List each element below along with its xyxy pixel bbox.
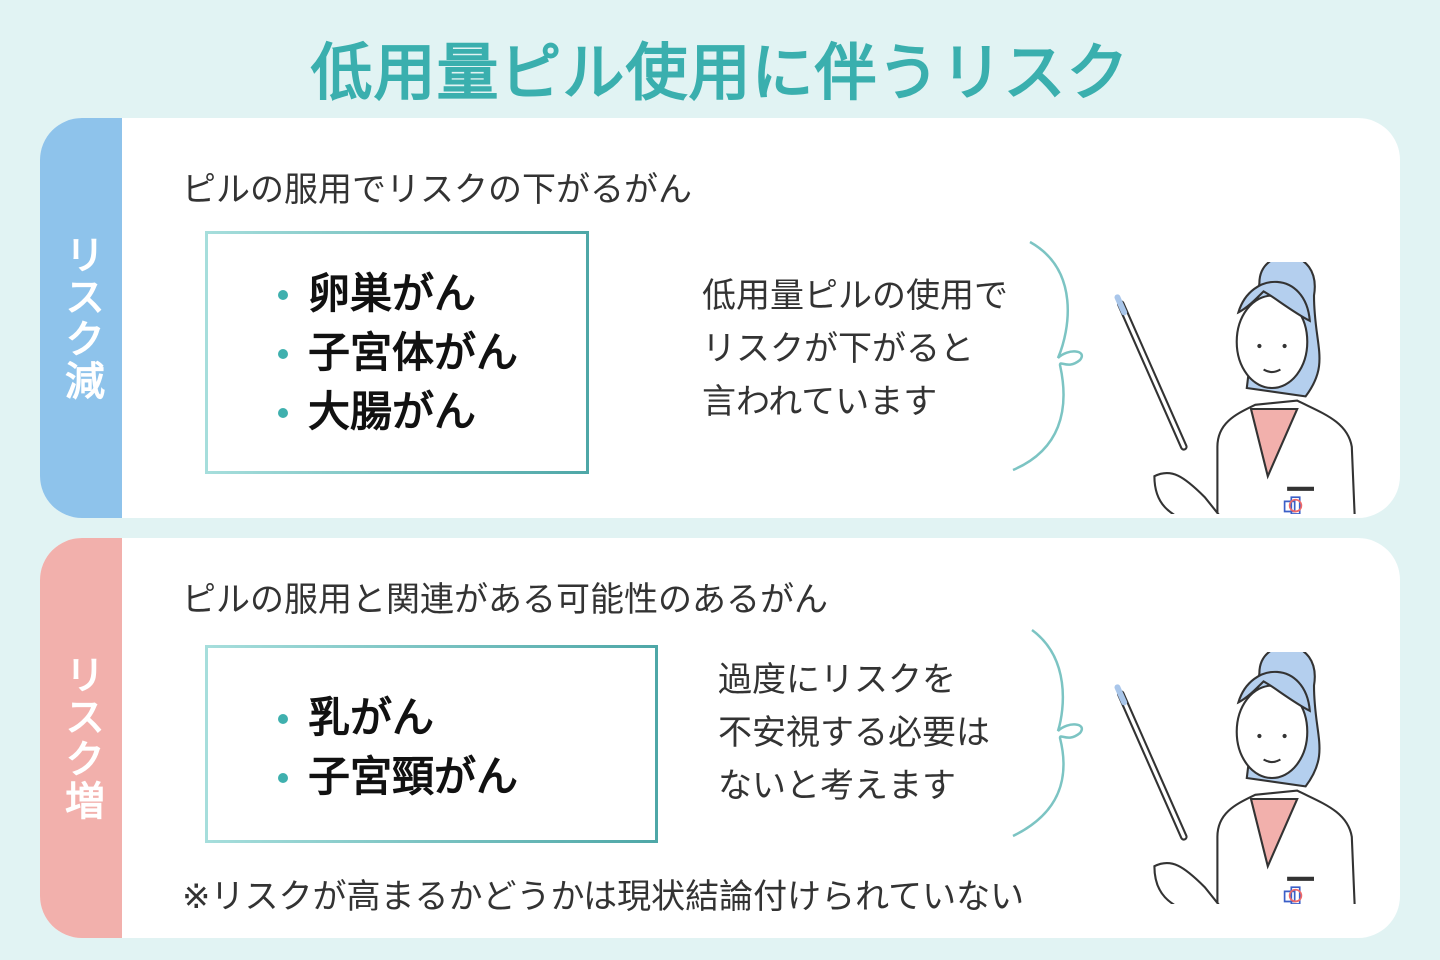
doctor-illustration bbox=[1080, 262, 1380, 514]
list-item: 乳がん bbox=[278, 688, 518, 747]
cancer-list-box: 乳がん 子宮頸がん bbox=[205, 645, 658, 843]
risk-decrease-card: リスク減 ピルの服用でリスクの下がるがん 卵巣がん 子宮体がん 大腸がん 低用量… bbox=[40, 118, 1400, 518]
speech-bracket bbox=[1012, 240, 1083, 472]
doctor-illustration bbox=[1080, 652, 1380, 904]
footnote: ※リスクが高まるかどうかは現状結論付けられていない bbox=[182, 877, 1025, 917]
list-item: 子宮体がん bbox=[278, 323, 518, 382]
list-item: 卵巣がん bbox=[278, 264, 518, 323]
page-title: 低用量ピル使用に伴うリスク bbox=[310, 36, 1130, 109]
note-text: 過度にリスクを 不安視する必要は ないと考えます bbox=[718, 654, 990, 813]
note-line: 低用量ピルの使用で bbox=[702, 276, 1008, 316]
band-label: リスク増 bbox=[58, 654, 104, 822]
note-line: 過度にリスクを bbox=[718, 660, 956, 700]
note-line: リスクが下がると bbox=[702, 329, 974, 369]
list-item: 子宮頸がん bbox=[278, 747, 518, 806]
note-line: ないと考えます bbox=[718, 766, 956, 806]
section-heading: ピルの服用と関連がある可能性のあるがん bbox=[182, 580, 828, 620]
risk-increase-band: リスク増 bbox=[40, 538, 122, 938]
note-line: 言われています bbox=[702, 382, 938, 422]
note-text: 低用量ピルの使用で リスクが下がると 言われています bbox=[702, 270, 1008, 429]
cancer-list-box: 卵巣がん 子宮体がん 大腸がん bbox=[205, 231, 589, 474]
risk-decrease-band: リスク減 bbox=[40, 118, 122, 518]
speech-bracket bbox=[1012, 628, 1083, 838]
note-line: 不安視する必要は bbox=[718, 713, 990, 753]
section-heading: ピルの服用でリスクの下がるがん bbox=[182, 170, 692, 210]
list-item: 大腸がん bbox=[278, 382, 518, 441]
band-label: リスク減 bbox=[58, 234, 104, 402]
